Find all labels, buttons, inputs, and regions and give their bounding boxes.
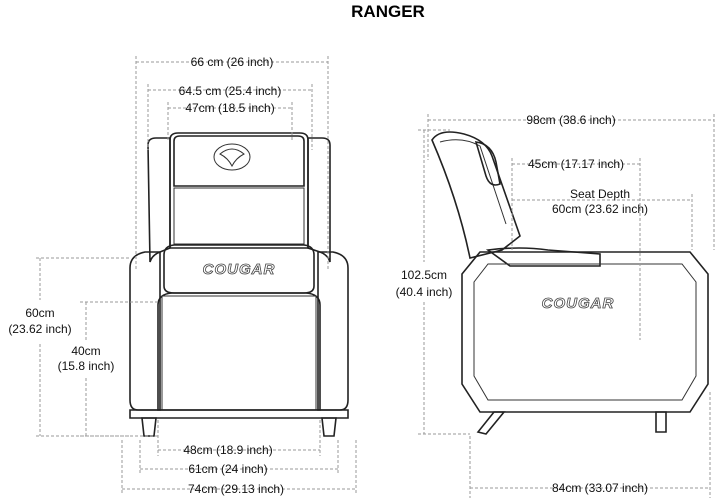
front-back-width-label: 47cm (18.5 inch) xyxy=(185,101,274,115)
side-view-chair xyxy=(431,131,709,435)
side-reclined-length-label: 84cm (33.07 inch) xyxy=(552,481,648,495)
diagram-title: RANGER xyxy=(351,2,425,21)
side-back-depth-label: 45cm (17.17 inch) xyxy=(528,157,624,171)
front-arm-height-inch-label: (23.62 inch) xyxy=(8,322,71,336)
front-arm-height-label: 60cm xyxy=(25,306,54,320)
front-inner-width-label: 61cm (24 inch) xyxy=(188,462,267,476)
front-seat-width-label: 48cm (18.9 inch) xyxy=(183,443,272,457)
front-seat-height-inch-label: (15.8 inch) xyxy=(58,359,115,373)
side-body-logo: COUGAR xyxy=(542,295,615,312)
front-total-width-label: 74cm (29.13 inch) xyxy=(188,482,284,496)
front-dimension-lines xyxy=(36,56,357,494)
side-seat-depth-title: Seat Depth xyxy=(570,187,630,201)
side-dimension-lines xyxy=(418,114,715,498)
front-view-chair xyxy=(129,132,349,437)
side-height-label: 102.5cm xyxy=(401,268,447,282)
front-cushion-logo: COUGAR xyxy=(203,261,276,278)
front-seat-height-label: 40cm xyxy=(71,344,100,358)
side-height-inch-label: (40.4 inch) xyxy=(396,285,453,299)
front-outer-width-label: 64.5 cm (25.4 inch) xyxy=(179,84,282,98)
side-seat-depth-label: 60cm (23.62 inch) xyxy=(552,202,648,216)
front-overall-width-label: 66 cm (26 inch) xyxy=(191,55,274,69)
side-overall-length-label: 98cm (38.6 inch) xyxy=(526,113,615,127)
